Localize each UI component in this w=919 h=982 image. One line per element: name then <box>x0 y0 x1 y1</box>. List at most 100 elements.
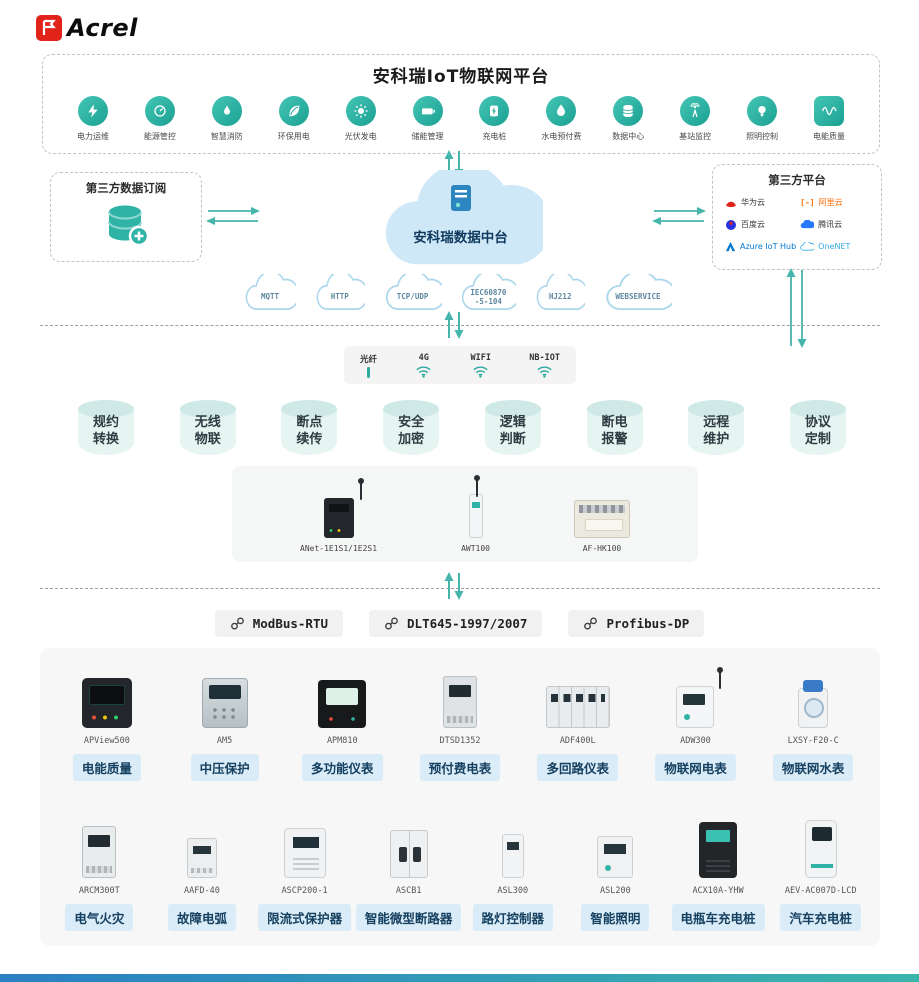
connectivity-label: 光纤 <box>360 354 378 365</box>
azure-icon <box>725 241 736 252</box>
protocol-cloud-webservice: WEBSERVICE <box>604 274 672 312</box>
energy-control-icon <box>144 96 175 126</box>
device-item-aafd-40: AAFD-40 故障电弧 <box>151 818 254 931</box>
gateway-model: AWT100 <box>461 544 490 553</box>
device-model: ADF400L <box>559 736 596 746</box>
protocol-label: WEBSERVICE <box>615 292 661 301</box>
prepay-icon <box>546 96 577 126</box>
protocol-cloud-iec60870: IEC60870-5-104 <box>460 274 517 312</box>
platform-apps-row: 电力运维 能源管控 智慧消防 环保用电 光伏发电 储能管理 <box>43 87 879 142</box>
updown-arrow-divider1 <box>437 311 471 339</box>
app-item-power-quality: 电能质量 <box>799 96 859 142</box>
device-item-ascb1: ASCB1 智能微型断路器 <box>355 818 462 931</box>
feature-cylinder: 安全加密 <box>383 400 440 455</box>
database-plus-icon <box>51 202 201 248</box>
device-image <box>201 678 248 728</box>
provider-name: 腾讯云 <box>818 220 843 229</box>
device-row-2: ARCM300T 电气火灾 AAFD-40 故障电弧 ASCP200-1 限流式… <box>48 818 872 931</box>
device-model: ADW300 <box>680 736 711 746</box>
device-model: APM810 <box>326 736 358 746</box>
app-label: 能源管控 <box>143 132 176 141</box>
app-item-charging: 充电桩 <box>464 96 524 142</box>
feature-cylinder: 断电报警 <box>586 400 643 455</box>
device-category-chip: 路灯控制器 <box>472 904 554 931</box>
iot-platform-panel: 安科瑞IoT物联网平台 电力运维 能源管控 智慧消防 环保用电 光伏发电 <box>42 54 880 154</box>
updown-arrow-divider2 <box>437 572 471 600</box>
device-category-chip: 故障电弧 <box>167 904 236 931</box>
app-label: 光伏发电 <box>344 132 377 141</box>
cloud-server-icon <box>449 184 473 216</box>
device-model: ARCM300T <box>78 886 120 896</box>
feature-cylinder: 规约转换 <box>78 400 134 455</box>
bus-protocol-label: DLT645-1997/2007 <box>407 616 528 631</box>
device-item-ascp200-1: ASCP200-1 限流式保护器 <box>253 818 356 931</box>
connectivity-label: WIFI <box>470 352 491 363</box>
feature-label: 规约转换 <box>92 415 119 447</box>
bus-protocol-profibus: Profibus-DP <box>568 610 705 637</box>
bus-protocol-label: Profibus-DP <box>606 616 690 631</box>
protocol-label: TCP/UDP <box>396 292 429 301</box>
platform-title: 安科瑞IoT物联网平台 <box>372 67 550 87</box>
device-item-arcm300t: ARCM300T 电气火灾 <box>48 818 151 931</box>
storage-icon <box>412 96 443 126</box>
device-item-apview500: APView500 电能质量 <box>48 668 166 781</box>
device-category-chip: 电能质量 <box>72 754 141 781</box>
device-item-am5: AM5 中压保护 <box>166 668 284 781</box>
device-image <box>545 686 610 728</box>
protocol-cloud-mqtt: MQTT <box>244 274 296 312</box>
provider-baidu-cloud: 百度云 <box>725 216 796 233</box>
wifi-icon <box>416 366 431 378</box>
device-item-lxsy-f20-c: LXSY-F20-C 物联网水表 <box>754 668 872 781</box>
provider-onenet: OneNET <box>800 238 871 255</box>
acrel-logo-icon <box>36 15 62 41</box>
provider-name: 华为云 <box>741 198 765 207</box>
device-model: AEV-AC007D-LCD <box>784 886 857 896</box>
device-image <box>389 830 428 878</box>
device-category-chip: 预付费电表 <box>419 754 501 781</box>
connectivity-wifi: WIFI <box>471 353 491 378</box>
device-item-aev-ac007d-lcd: AEV-AC007D-LCD 汽车充电桩 <box>769 818 872 931</box>
gateway-features-row: 规约转换 无线物联 断点续传 安全加密 逻辑判断 断电报警 远程维护 协议定制 <box>78 400 846 455</box>
device-category-chip: 电气火灾 <box>65 904 134 931</box>
app-label: 电力运维 <box>77 132 109 141</box>
third-party-subscribe-box: 第三方数据订阅 <box>50 172 202 262</box>
app-label: 充电桩 <box>482 132 507 141</box>
device-model: ASCB1 <box>395 886 422 896</box>
app-item-power-ops: 电力运维 <box>63 96 123 142</box>
device-model: ASL200 <box>600 886 631 896</box>
baidu-cloud-icon <box>726 219 736 230</box>
link-icon <box>584 617 598 630</box>
field-devices-panel: APView500 电能质量 AM5 中压保护 APM810 多功能仪表 DTS… <box>40 648 880 946</box>
protocol-cloud-hj212: HJ212 <box>535 274 586 312</box>
feature-label: 远程维护 <box>703 415 730 447</box>
device-model: DTSD1352 <box>439 736 481 746</box>
provider-name: OneNET <box>818 242 851 251</box>
charging-icon <box>479 96 510 126</box>
device-image <box>699 822 738 878</box>
datacenter-icon <box>613 96 644 126</box>
basestation-icon <box>680 96 711 126</box>
device-image <box>283 828 326 878</box>
device-item-acx10a-yhw: ACX10A-YHW 电瓶车充电桩 <box>667 818 770 931</box>
wifi-icon <box>537 366 552 378</box>
antenna-icon <box>717 667 724 689</box>
device-category-chip: 限流式保护器 <box>258 904 352 931</box>
device-item-adw300: ADW300 物联网电表 <box>637 667 755 781</box>
device-row-1: APView500 电能质量 AM5 中压保护 APM810 多功能仪表 DTS… <box>48 667 872 781</box>
device-item-asl200: ASL200 智能照明 <box>564 818 667 931</box>
device-item-adf400l: ADF400L 多回路仪表 <box>519 668 637 781</box>
alibaba-cloud-icon: [-] <box>800 198 815 207</box>
device-category-chip: 物联网电表 <box>655 754 736 781</box>
bus-protocols-row: ModBus-RTU DLT645-1997/2007 Profibus-DP <box>0 610 919 637</box>
provider-alibaba-cloud: [-] 阿里云 <box>800 194 871 211</box>
app-label: 环保用电 <box>277 132 310 141</box>
bidirectional-arrow-right <box>652 204 706 228</box>
app-item-basestation: 基站监控 <box>665 96 725 142</box>
feature-label: 无线物联 <box>194 415 221 447</box>
gateway-devices-box: ANet-1E1S1/1E2S1 AWT100 AF-HK100 <box>232 466 698 562</box>
app-label: 数据中心 <box>612 132 645 141</box>
connectivity-fiber: 光纤 <box>360 353 377 378</box>
feature-cylinder: 逻辑判断 <box>484 400 541 455</box>
connectivity-label: 4G <box>418 352 429 363</box>
app-item-solar: 光伏发电 <box>331 96 391 142</box>
